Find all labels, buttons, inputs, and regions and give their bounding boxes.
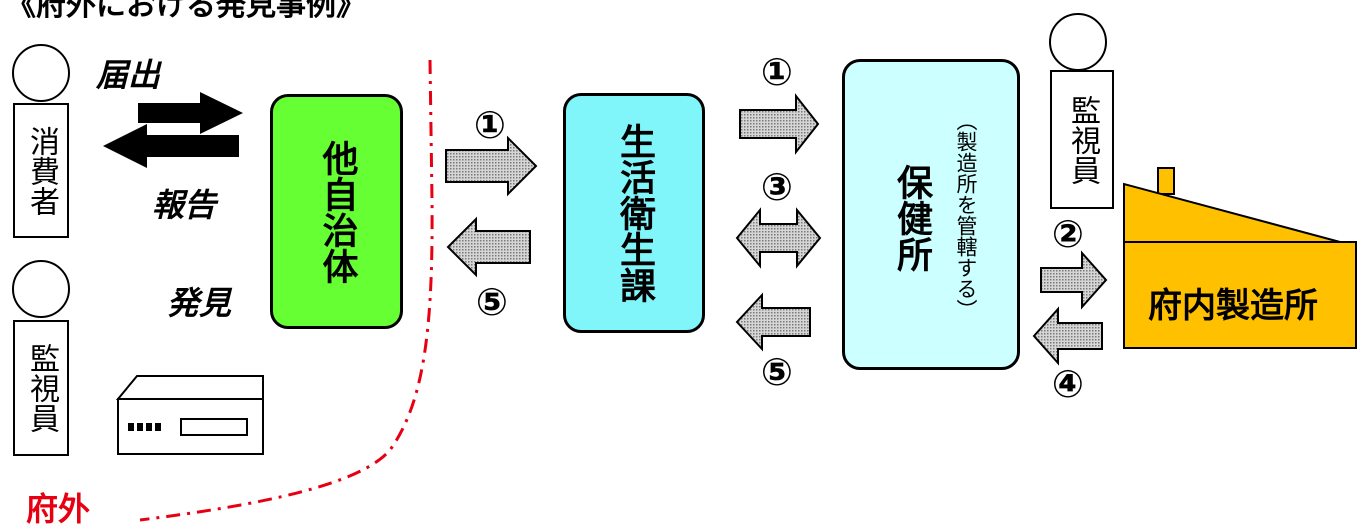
- step-3: ③: [760, 165, 794, 209]
- arrow-step4-left: [1032, 306, 1103, 366]
- inspection-device-icon: [115, 375, 264, 455]
- report-arrow-icon: [103, 124, 239, 168]
- monitor-right-box: 監視員: [1050, 70, 1114, 209]
- report-label: 報告: [152, 186, 217, 224]
- monitor-right-label: 監視員: [1065, 94, 1100, 185]
- arrow-step5b-left: [735, 292, 811, 352]
- arrow-step1b-right: [739, 93, 820, 155]
- prefecture-boundary-line: [139, 59, 434, 522]
- health-center-box: 保健所 （製造所を管轄する）: [842, 59, 1020, 370]
- step-5-left: ⑤: [475, 280, 509, 324]
- notify-label: 届出: [96, 56, 161, 94]
- other-municipality-label: 他自治体: [316, 139, 358, 284]
- monitor-left-label: 監視員: [24, 343, 59, 433]
- step-5-right: ⑤: [760, 350, 794, 394]
- factory-label: 府内製造所: [1148, 286, 1318, 326]
- factory-building: [1123, 167, 1357, 349]
- arrow-step2-right: [1040, 250, 1108, 310]
- step-1-right: ①: [760, 50, 794, 94]
- step-2: ②: [1051, 212, 1085, 256]
- consumer-label: 消費者: [24, 125, 59, 216]
- step-4: ④: [1051, 362, 1085, 406]
- arrow-step1-right: [445, 135, 538, 197]
- page-title: 《府外における発見事例》: [6, 0, 366, 23]
- arrow-step5-left: [446, 216, 531, 278]
- monitor-right-head-icon: [1049, 13, 1107, 71]
- outside-prefecture-label: 府外: [26, 490, 91, 528]
- sanitation-division-box: 生活衛生課: [563, 93, 705, 333]
- notify-arrow-icon: [138, 92, 243, 134]
- sanitation-division-label: 生活衛生課: [614, 123, 655, 303]
- monitor-left-head-icon: [12, 260, 70, 318]
- step-1-left: ①: [473, 103, 507, 147]
- consumer-box: 消費者: [13, 103, 69, 238]
- discover-label: 発見: [167, 284, 232, 322]
- arrow-step3-both: [735, 207, 822, 269]
- consumer-head-icon: [12, 44, 70, 102]
- health-center-note: （製造所を管轄する）: [954, 110, 978, 320]
- health-center-label: 保健所: [891, 164, 932, 272]
- monitor-left-box: 監視員: [13, 320, 69, 456]
- other-municipality-box: 他自治体: [270, 94, 403, 329]
